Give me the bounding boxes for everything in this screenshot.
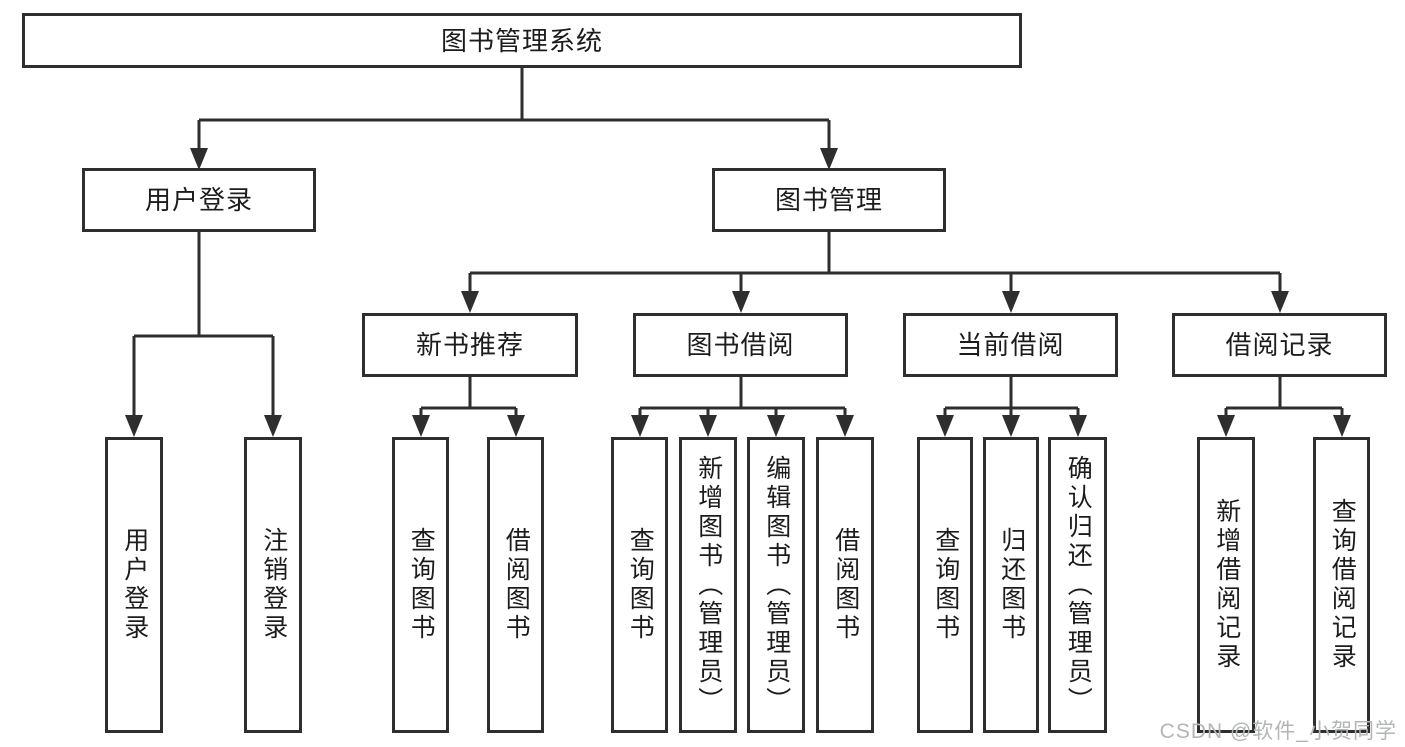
leaf-query-books-recommend: 查询图书 xyxy=(392,437,449,733)
leaf-return-book-label: 归还图书 xyxy=(997,527,1026,643)
leaf-query-books-recommend-label: 查询图书 xyxy=(407,527,436,643)
leaf-edit-book-admin: 编辑图书（管理员） xyxy=(747,437,805,733)
node-book-management-label: 图书管理 xyxy=(774,185,883,215)
node-current-borrow: 当前借阅 xyxy=(903,313,1118,377)
leaf-borrow-books-borrow-label: 借阅图书 xyxy=(831,527,860,643)
leaf-confirm-return-admin: 确认归还（管理员） xyxy=(1048,437,1107,733)
node-root-label: 图书管理系统 xyxy=(440,25,603,56)
leaf-add-borrow-record: 新增借阅记录 xyxy=(1197,437,1255,733)
node-book-management: 图书管理 xyxy=(712,168,946,232)
node-user-login-label: 用户登录 xyxy=(144,185,253,215)
leaf-edit-book-admin-label: 编辑图书（管理员） xyxy=(762,454,791,716)
arrowhead-icon xyxy=(125,415,143,437)
node-book-borrow: 图书借阅 xyxy=(633,313,848,377)
node-current-borrow-label: 当前借阅 xyxy=(956,330,1065,360)
leaf-query-borrow-record: 查询借阅记录 xyxy=(1313,437,1370,733)
arrowhead-icon xyxy=(732,291,750,313)
leaf-borrow-books-recommend: 借阅图书 xyxy=(487,437,544,733)
arrowhead-icon xyxy=(820,148,838,170)
leaf-return-book: 归还图书 xyxy=(983,437,1039,733)
leaf-logout-label: 注销登录 xyxy=(259,527,288,643)
leaf-confirm-return-admin-label: 确认归还（管理员） xyxy=(1064,454,1093,716)
arrowhead-icon xyxy=(1069,415,1087,437)
node-borrow-records: 借阅记录 xyxy=(1172,313,1387,377)
arrowhead-icon xyxy=(836,415,854,437)
leaf-user-login-label: 用户登录 xyxy=(120,527,149,643)
arrowhead-icon xyxy=(264,415,282,437)
leaf-query-books-current-label: 查询图书 xyxy=(931,527,960,643)
node-book-borrow-label: 图书借阅 xyxy=(686,330,795,360)
arrowhead-icon xyxy=(1002,415,1020,437)
arrowhead-icon xyxy=(1002,291,1020,313)
leaf-query-borrow-record-label: 查询借阅记录 xyxy=(1328,498,1357,672)
node-borrow-records-label: 借阅记录 xyxy=(1225,330,1334,360)
arrowhead-icon xyxy=(767,415,785,437)
arrowhead-icon xyxy=(412,415,430,437)
arrowhead-icon xyxy=(1271,291,1289,313)
node-new-book-recommend-label: 新书推荐 xyxy=(415,330,524,360)
arrowhead-icon xyxy=(461,291,479,313)
arrowhead-icon xyxy=(507,415,525,437)
leaf-query-books-borrow: 查询图书 xyxy=(611,437,668,733)
arrowhead-icon xyxy=(1333,415,1351,437)
leaf-query-books-borrow-label: 查询图书 xyxy=(626,527,655,643)
leaf-borrow-books-recommend-label: 借阅图书 xyxy=(502,527,531,643)
arrowhead-icon xyxy=(936,415,954,437)
node-user-login: 用户登录 xyxy=(82,168,316,232)
arrowhead-icon xyxy=(631,415,649,437)
leaf-user-login: 用户登录 xyxy=(105,437,163,733)
leaf-add-borrow-record-label: 新增借阅记录 xyxy=(1212,498,1241,672)
connector-path xyxy=(132,68,1344,433)
arrowhead-icon xyxy=(190,148,208,170)
leaf-add-book-admin-label: 新增图书（管理员） xyxy=(694,454,723,716)
leaf-query-books-current: 查询图书 xyxy=(917,437,973,733)
arrowhead-icon xyxy=(1217,415,1235,437)
arrowhead-icon xyxy=(699,415,717,437)
watermark: CSDN @软件_小贺同学 xyxy=(1159,720,1397,743)
leaf-add-book-admin: 新增图书（管理员） xyxy=(679,437,737,733)
arrowheads-group xyxy=(125,148,1351,437)
node-new-book-recommend: 新书推荐 xyxy=(362,313,578,377)
leaf-borrow-books-borrow: 借阅图书 xyxy=(816,437,874,733)
node-root: 图书管理系统 xyxy=(22,13,1022,68)
leaf-logout: 注销登录 xyxy=(244,437,302,733)
